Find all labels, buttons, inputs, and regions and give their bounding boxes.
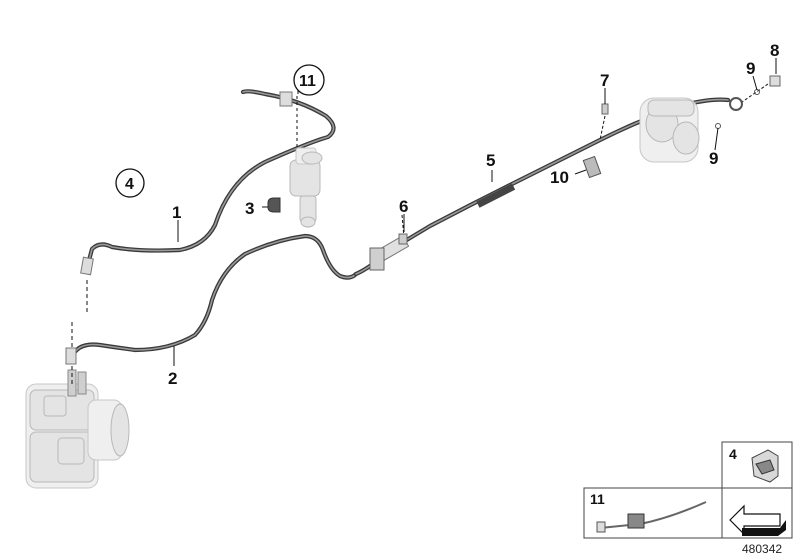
callout-11: 11 xyxy=(299,73,316,90)
callout-11-circle xyxy=(293,64,325,96)
callout-4: 4 xyxy=(125,176,134,193)
callout-4-circle xyxy=(115,168,145,198)
brake-master-cylinder xyxy=(289,96,323,228)
inset-11-label: 11 xyxy=(590,491,605,507)
brake-caliper xyxy=(639,97,700,163)
callout-1: 1 xyxy=(172,203,181,222)
holder-10 xyxy=(582,155,602,179)
abs-pressure-modulator xyxy=(25,369,130,489)
clip-3 xyxy=(267,197,281,213)
callout-9-lower: 9 xyxy=(709,149,718,168)
inset-part-4: 4 xyxy=(721,441,793,489)
connection-guides xyxy=(71,280,88,386)
callout-9-upper: 9 xyxy=(746,59,755,78)
document-number: 480342 xyxy=(742,542,782,556)
callout-6: 6 xyxy=(399,197,408,216)
callout-2: 2 xyxy=(168,369,177,388)
leader-lines xyxy=(173,58,777,366)
callout-5: 5 xyxy=(486,151,495,170)
inset-4-label: 4 xyxy=(729,446,737,462)
callout-3: 3 xyxy=(245,199,254,218)
arrow-symbol-box xyxy=(721,487,793,539)
inset-part-11: 11 xyxy=(583,487,723,539)
callout-7: 7 xyxy=(600,71,609,90)
brake-line-1 xyxy=(80,89,336,276)
callout-8: 8 xyxy=(770,41,779,60)
holder-6 xyxy=(369,214,408,271)
callout-10: 10 xyxy=(550,168,569,187)
brake-line-2 xyxy=(65,233,359,365)
